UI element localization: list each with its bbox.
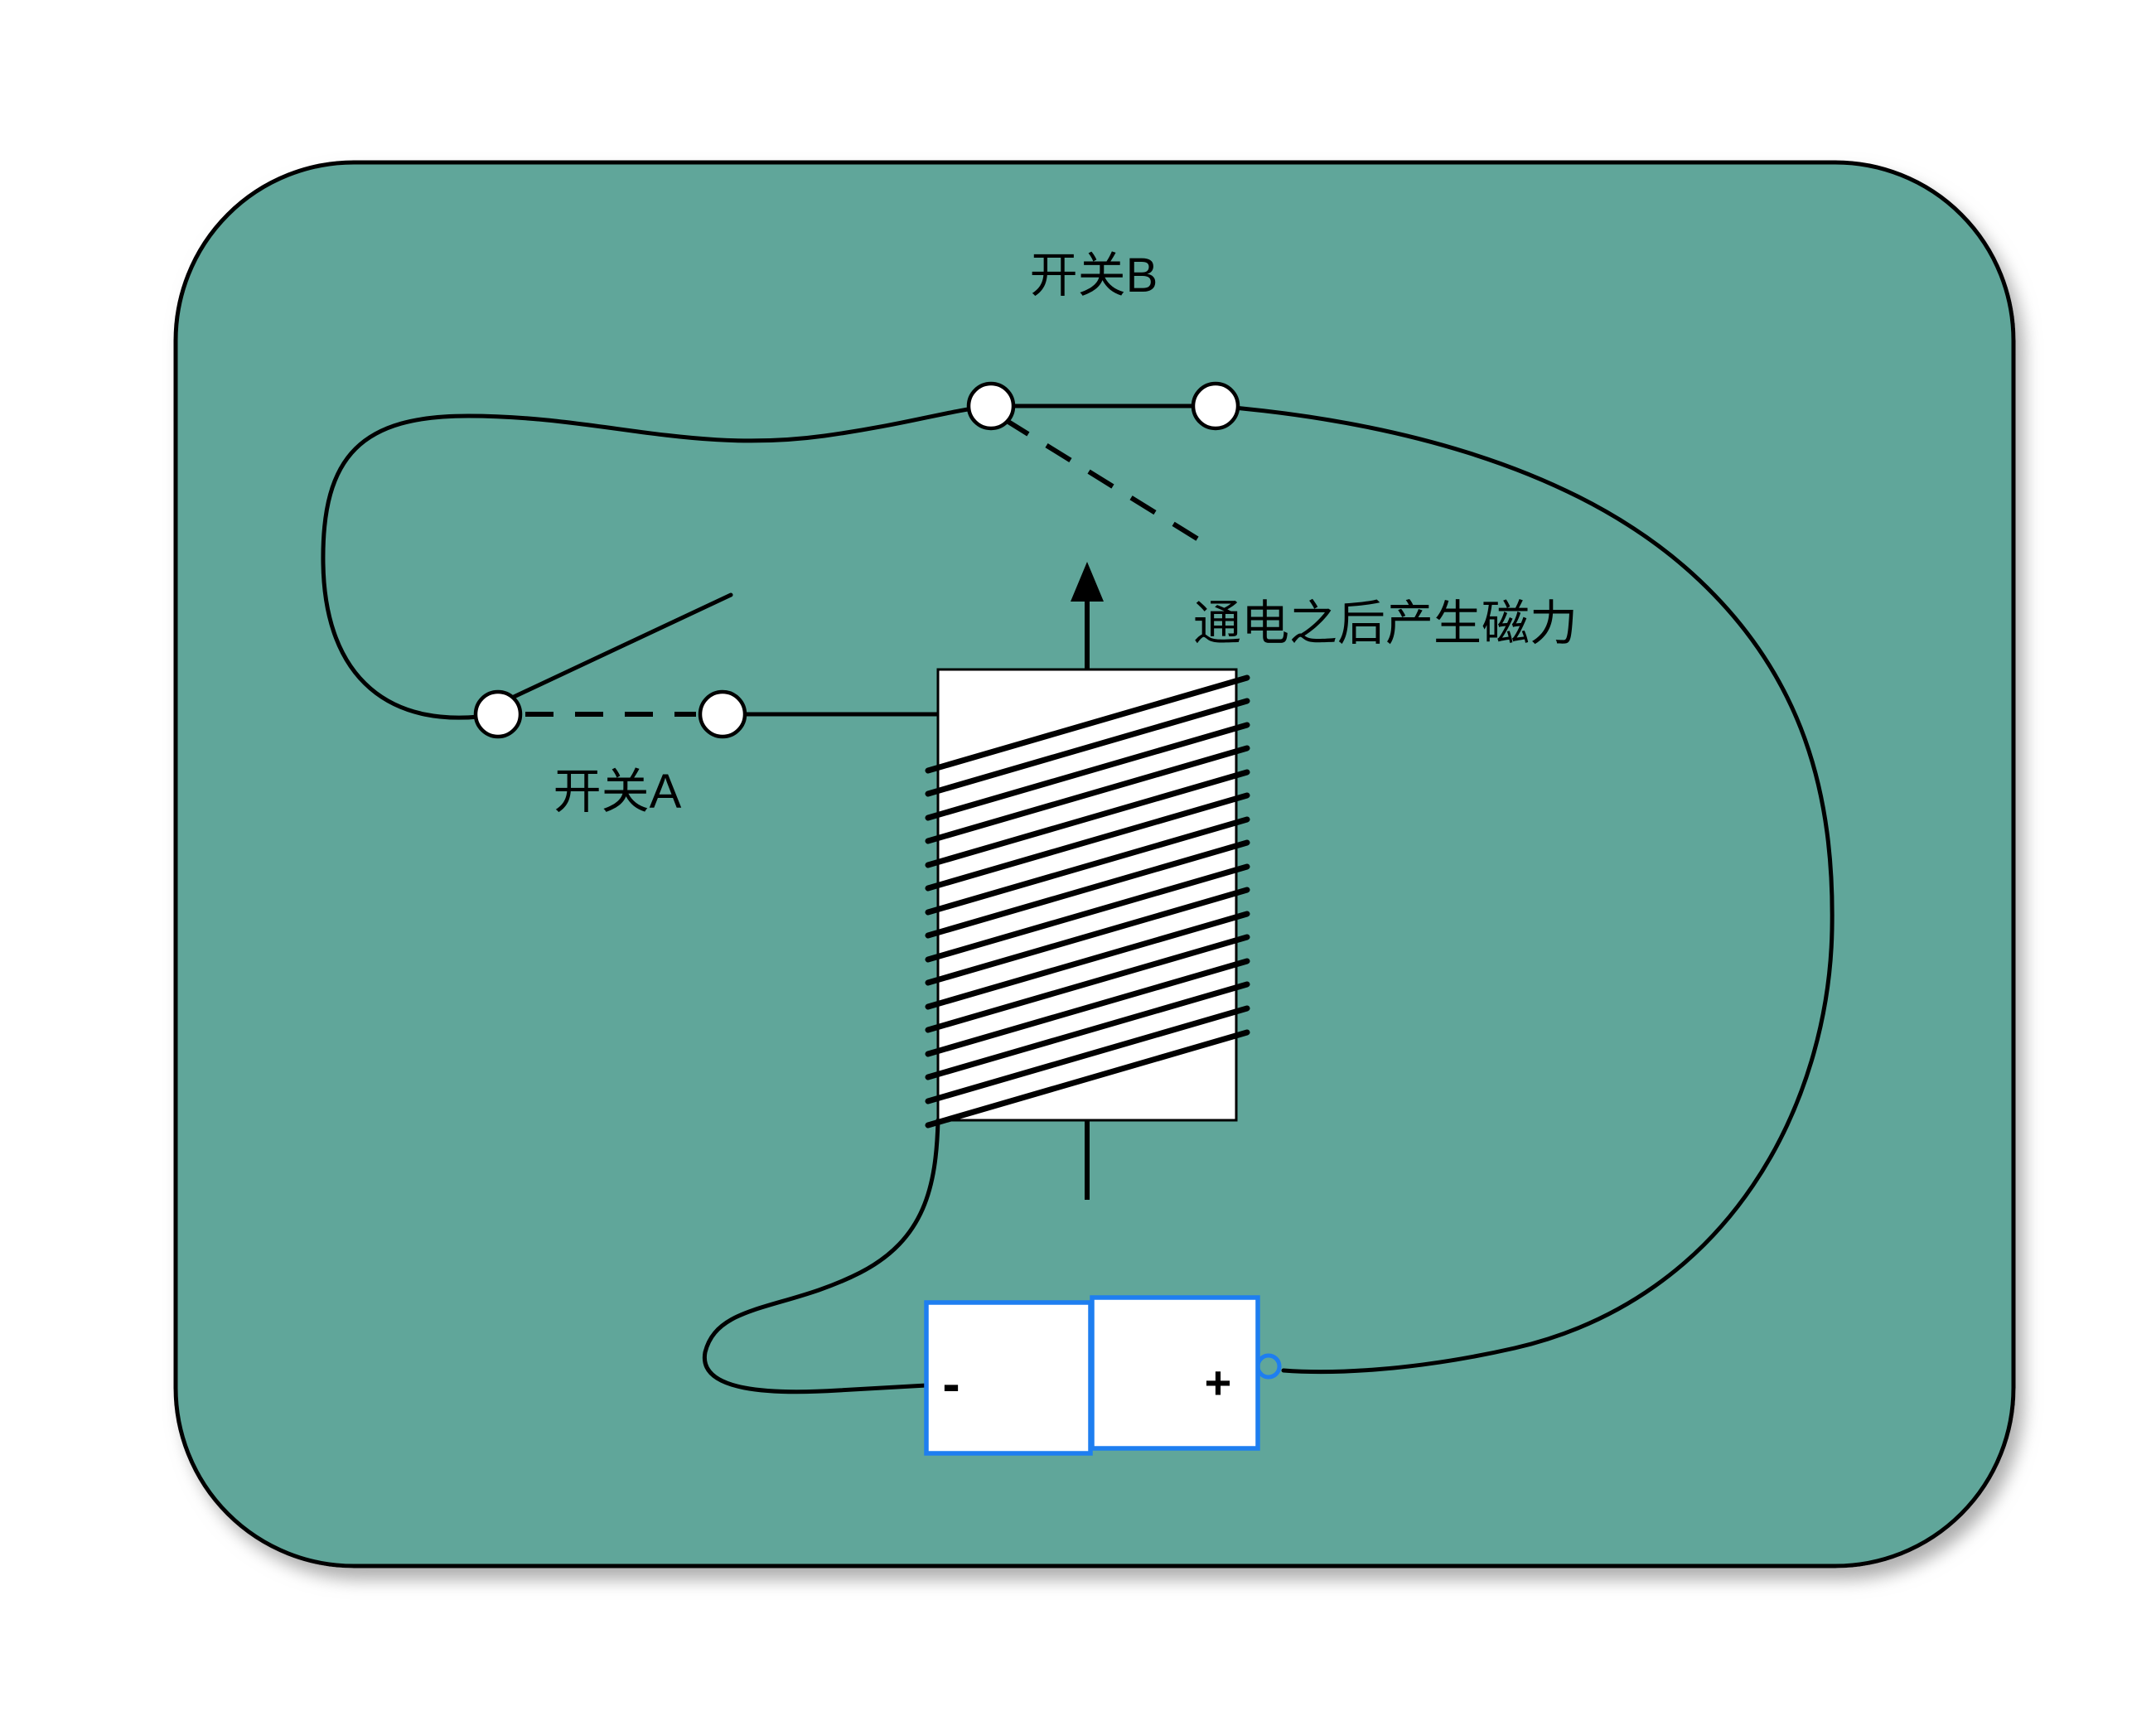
battery-negative-label: - [942, 1354, 960, 1414]
battery: - + [924, 1295, 1282, 1456]
electromagnet-coil [925, 668, 1250, 1129]
switch-a-lever-open [510, 592, 733, 700]
battery-terminal-loop [1255, 1353, 1282, 1380]
switch-a-terminal-right [698, 689, 747, 739]
battery-positive-label: + [1205, 1356, 1232, 1409]
switch-b-terminal-left [966, 381, 1016, 431]
arrow-head [1071, 562, 1104, 602]
switch-b [966, 381, 1240, 543]
battery-negative-cell [924, 1300, 1093, 1456]
wire-coil-to-battery [702, 1118, 940, 1394]
wire-left-loop [321, 404, 993, 720]
wire-right-return [1213, 404, 1835, 1375]
switch-b-terminal-right [1191, 381, 1240, 431]
switch-b-lever-dashed [1003, 417, 1201, 543]
coil-windings [925, 674, 1250, 1129]
switch-a-label: 开关A [554, 765, 682, 819]
switch-a [473, 592, 747, 739]
magnetic-force-arrow-icon [1071, 562, 1104, 669]
switch-b-label: 开关B [1030, 249, 1158, 302]
switch-a-terminal-left [473, 689, 523, 739]
battery-positive-cell [1090, 1295, 1260, 1451]
magnetism-annotation: 通电之后产生磁力 [1193, 597, 1578, 650]
